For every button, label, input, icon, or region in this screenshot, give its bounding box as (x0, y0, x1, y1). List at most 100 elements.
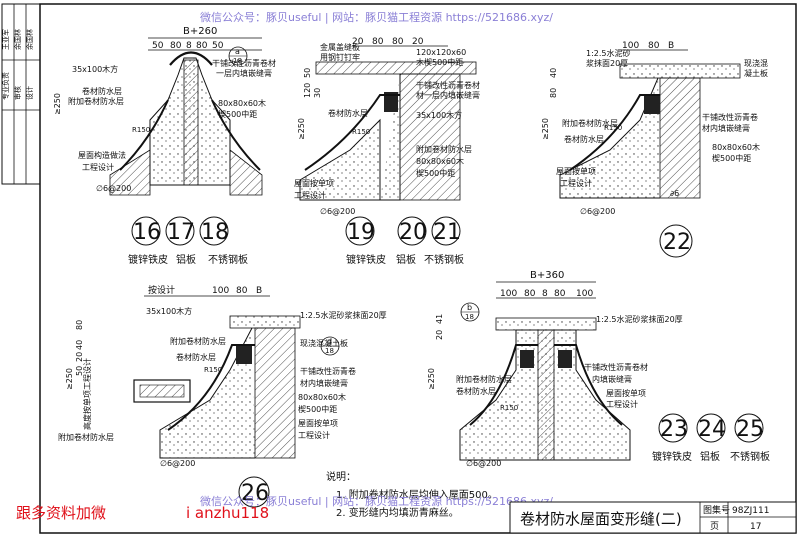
svg-text:铝板: 铝板 (700, 450, 720, 463)
svg-text:80: 80 (549, 88, 558, 98)
svg-text:用钢钉钉牢: 用钢钉钉牢 (320, 52, 360, 62)
svg-text:a: a (235, 47, 240, 56)
svg-text:80x80x60木: 80x80x60木 (298, 392, 346, 402)
svg-text:30: 30 (313, 88, 322, 98)
svg-text:卷材防水层: 卷材防水层 (328, 108, 368, 118)
svg-text:8: 8 (186, 41, 192, 51)
svg-text:木楔500中距: 木楔500中距 (416, 57, 463, 67)
svg-text:50: 50 (212, 41, 224, 51)
svg-text:80: 80 (648, 41, 660, 51)
callout-21: 21 (433, 220, 461, 245)
svg-text:R150: R150 (204, 366, 222, 374)
sheet-frame (39, 3, 797, 534)
svg-text:80: 80 (392, 37, 404, 47)
title-block: 卷材防水屋面变形缝(二) 图集号 98ZJ111 页 17 (509, 501, 797, 534)
svg-text:120: 120 (303, 83, 312, 98)
atlas-label: 图集号 (703, 504, 730, 516)
callout-18: 18 (201, 220, 229, 245)
svg-text:镀锌铁皮: 镀锌铁皮 (346, 253, 386, 266)
svg-text:∅6@200: ∅6@200 (320, 207, 355, 216)
svg-text:浆抹面20厚: 浆抹面20厚 (586, 58, 628, 68)
stamp-label-2: 审核 (13, 86, 22, 100)
svg-text:现浇混凝土板: 现浇混凝土板 (300, 338, 348, 348)
atlas-value: 98ZJ111 (732, 506, 769, 516)
svg-text:B: B (256, 286, 262, 296)
svg-text:80: 80 (170, 41, 182, 51)
svg-text:120x120x60: 120x120x60 (416, 48, 466, 57)
note-2: 2. 变形缝内均填沥青麻丝。 (336, 506, 459, 519)
stamp-label-3: 设计 (25, 86, 34, 100)
svg-text:R150: R150 (604, 124, 622, 132)
callout-24: 24 (698, 417, 726, 442)
detail-22: 100 80 B 1:2.5水泥砂 浆抹面20厚 现浇混 凝土板 干铺改性沥青卷… (541, 41, 768, 258)
sheet-title: 卷材防水屋面变形缝(二) (520, 510, 682, 528)
callout-20: 20 (399, 220, 427, 245)
page-label: 页 (710, 521, 719, 532)
stamp-label-1: 专业负责 (1, 72, 10, 100)
svg-text:35x100木方: 35x100木方 (146, 306, 192, 316)
svg-text:附加卷材防水层: 附加卷材防水层 (562, 118, 618, 128)
detail-16-18: B+260 50 80 8 80 50 a 18 35x100木方 卷材防水层 … (53, 26, 276, 266)
svg-text:20: 20 (352, 37, 364, 47)
svg-text:干铺改性沥青卷: 干铺改性沥青卷 (702, 112, 758, 122)
svg-text:100: 100 (500, 289, 517, 299)
svg-text:20: 20 (435, 330, 444, 340)
svg-text:楔500中距: 楔500中距 (218, 109, 257, 119)
promo-left: 跟多资料加微 (16, 504, 106, 522)
svg-text:不锈钢板: 不锈钢板 (424, 253, 464, 266)
svg-text:楔500中距: 楔500中距 (712, 153, 751, 163)
svg-text:80: 80 (196, 41, 208, 51)
svg-text:高度按单项工程设计: 高度按单项工程设计 (82, 358, 92, 430)
svg-text:50: 50 (152, 41, 164, 51)
svg-text:50: 50 (303, 68, 312, 78)
svg-text:不锈钢板: 不锈钢板 (208, 253, 248, 266)
svg-text:40: 40 (75, 340, 84, 350)
svg-text:不锈钢板: 不锈钢板 (730, 450, 770, 463)
callout-22: 22 (663, 230, 691, 255)
svg-text:干铺改性沥青卷材: 干铺改性沥青卷材 (416, 80, 480, 90)
svg-text:铝板: 铝板 (176, 253, 196, 266)
svg-text:R150: R150 (500, 404, 518, 412)
svg-text:内填嵌缝膏: 内填嵌缝膏 (592, 374, 632, 384)
svg-text:工程设计: 工程设计 (298, 430, 330, 440)
callout-17: 17 (167, 220, 195, 245)
svg-text:干铺改性沥青卷: 干铺改性沥青卷 (300, 366, 356, 376)
svg-text:80x80x60木: 80x80x60木 (218, 98, 266, 108)
svg-text:∅6@200: ∅6@200 (466, 459, 501, 468)
svg-text:b: b (467, 303, 472, 312)
svg-text:∅6@200: ∅6@200 (580, 207, 615, 216)
svg-text:工程设计: 工程设计 (294, 190, 326, 200)
svg-text:80x80x60木: 80x80x60木 (712, 142, 760, 152)
svg-text:屋面按单项: 屋面按单项 (606, 388, 646, 398)
svg-text:20: 20 (75, 352, 84, 362)
svg-text:80x80x60木: 80x80x60木 (416, 156, 464, 166)
watermark-bottom: 微信公众号：豚贝useful | 网站：豚贝猫工程资源 https://5216… (200, 494, 553, 508)
svg-text:∅6@200: ∅6@200 (96, 184, 131, 193)
svg-text:41: 41 (435, 314, 444, 324)
stamp-name-1: 王亚军 (2, 29, 10, 50)
svg-text:材内填嵌缝膏: 材内填嵌缝膏 (702, 123, 750, 133)
svg-text:工程设计: 工程设计 (82, 162, 114, 172)
notes: 说明： 1. 附加卷材防水层均伸入屋面500。 2. 变形缝内均填沥青麻丝。 (326, 470, 498, 519)
svg-text:金属盖缝板: 金属盖缝板 (320, 42, 360, 52)
svg-text:干铺改性沥青卷材: 干铺改性沥青卷材 (584, 362, 648, 372)
svg-text:8: 8 (542, 289, 548, 299)
svg-text:80: 80 (524, 289, 536, 299)
svg-text:镀锌铁皮: 镀锌铁皮 (128, 253, 168, 266)
detail-26: 按设计 100 80 B 35x100木方 1:2.5水泥砂浆抹面20厚 现浇混… (58, 284, 387, 508)
svg-text:≥250: ≥250 (541, 118, 550, 140)
notes-heading: 说明： (326, 470, 356, 483)
svg-text:R150: R150 (132, 126, 150, 134)
svg-text:镀锌铁皮: 镀锌铁皮 (652, 450, 692, 463)
svg-text:B+260: B+260 (183, 26, 217, 37)
svg-text:d: d (327, 337, 332, 346)
svg-text:50: 50 (75, 366, 84, 376)
svg-text:材一层内填嵌缝膏: 材一层内填嵌缝膏 (416, 90, 480, 100)
svg-text:铝板: 铝板 (396, 253, 416, 266)
svg-text:屋面按单项: 屋面按单项 (556, 166, 596, 176)
svg-text:楔500中距: 楔500中距 (298, 404, 337, 414)
svg-text:100: 100 (576, 289, 593, 299)
svg-text:凝土板: 凝土板 (744, 68, 768, 78)
svg-text:一层内填嵌缝膏: 一层内填嵌缝膏 (216, 68, 272, 78)
